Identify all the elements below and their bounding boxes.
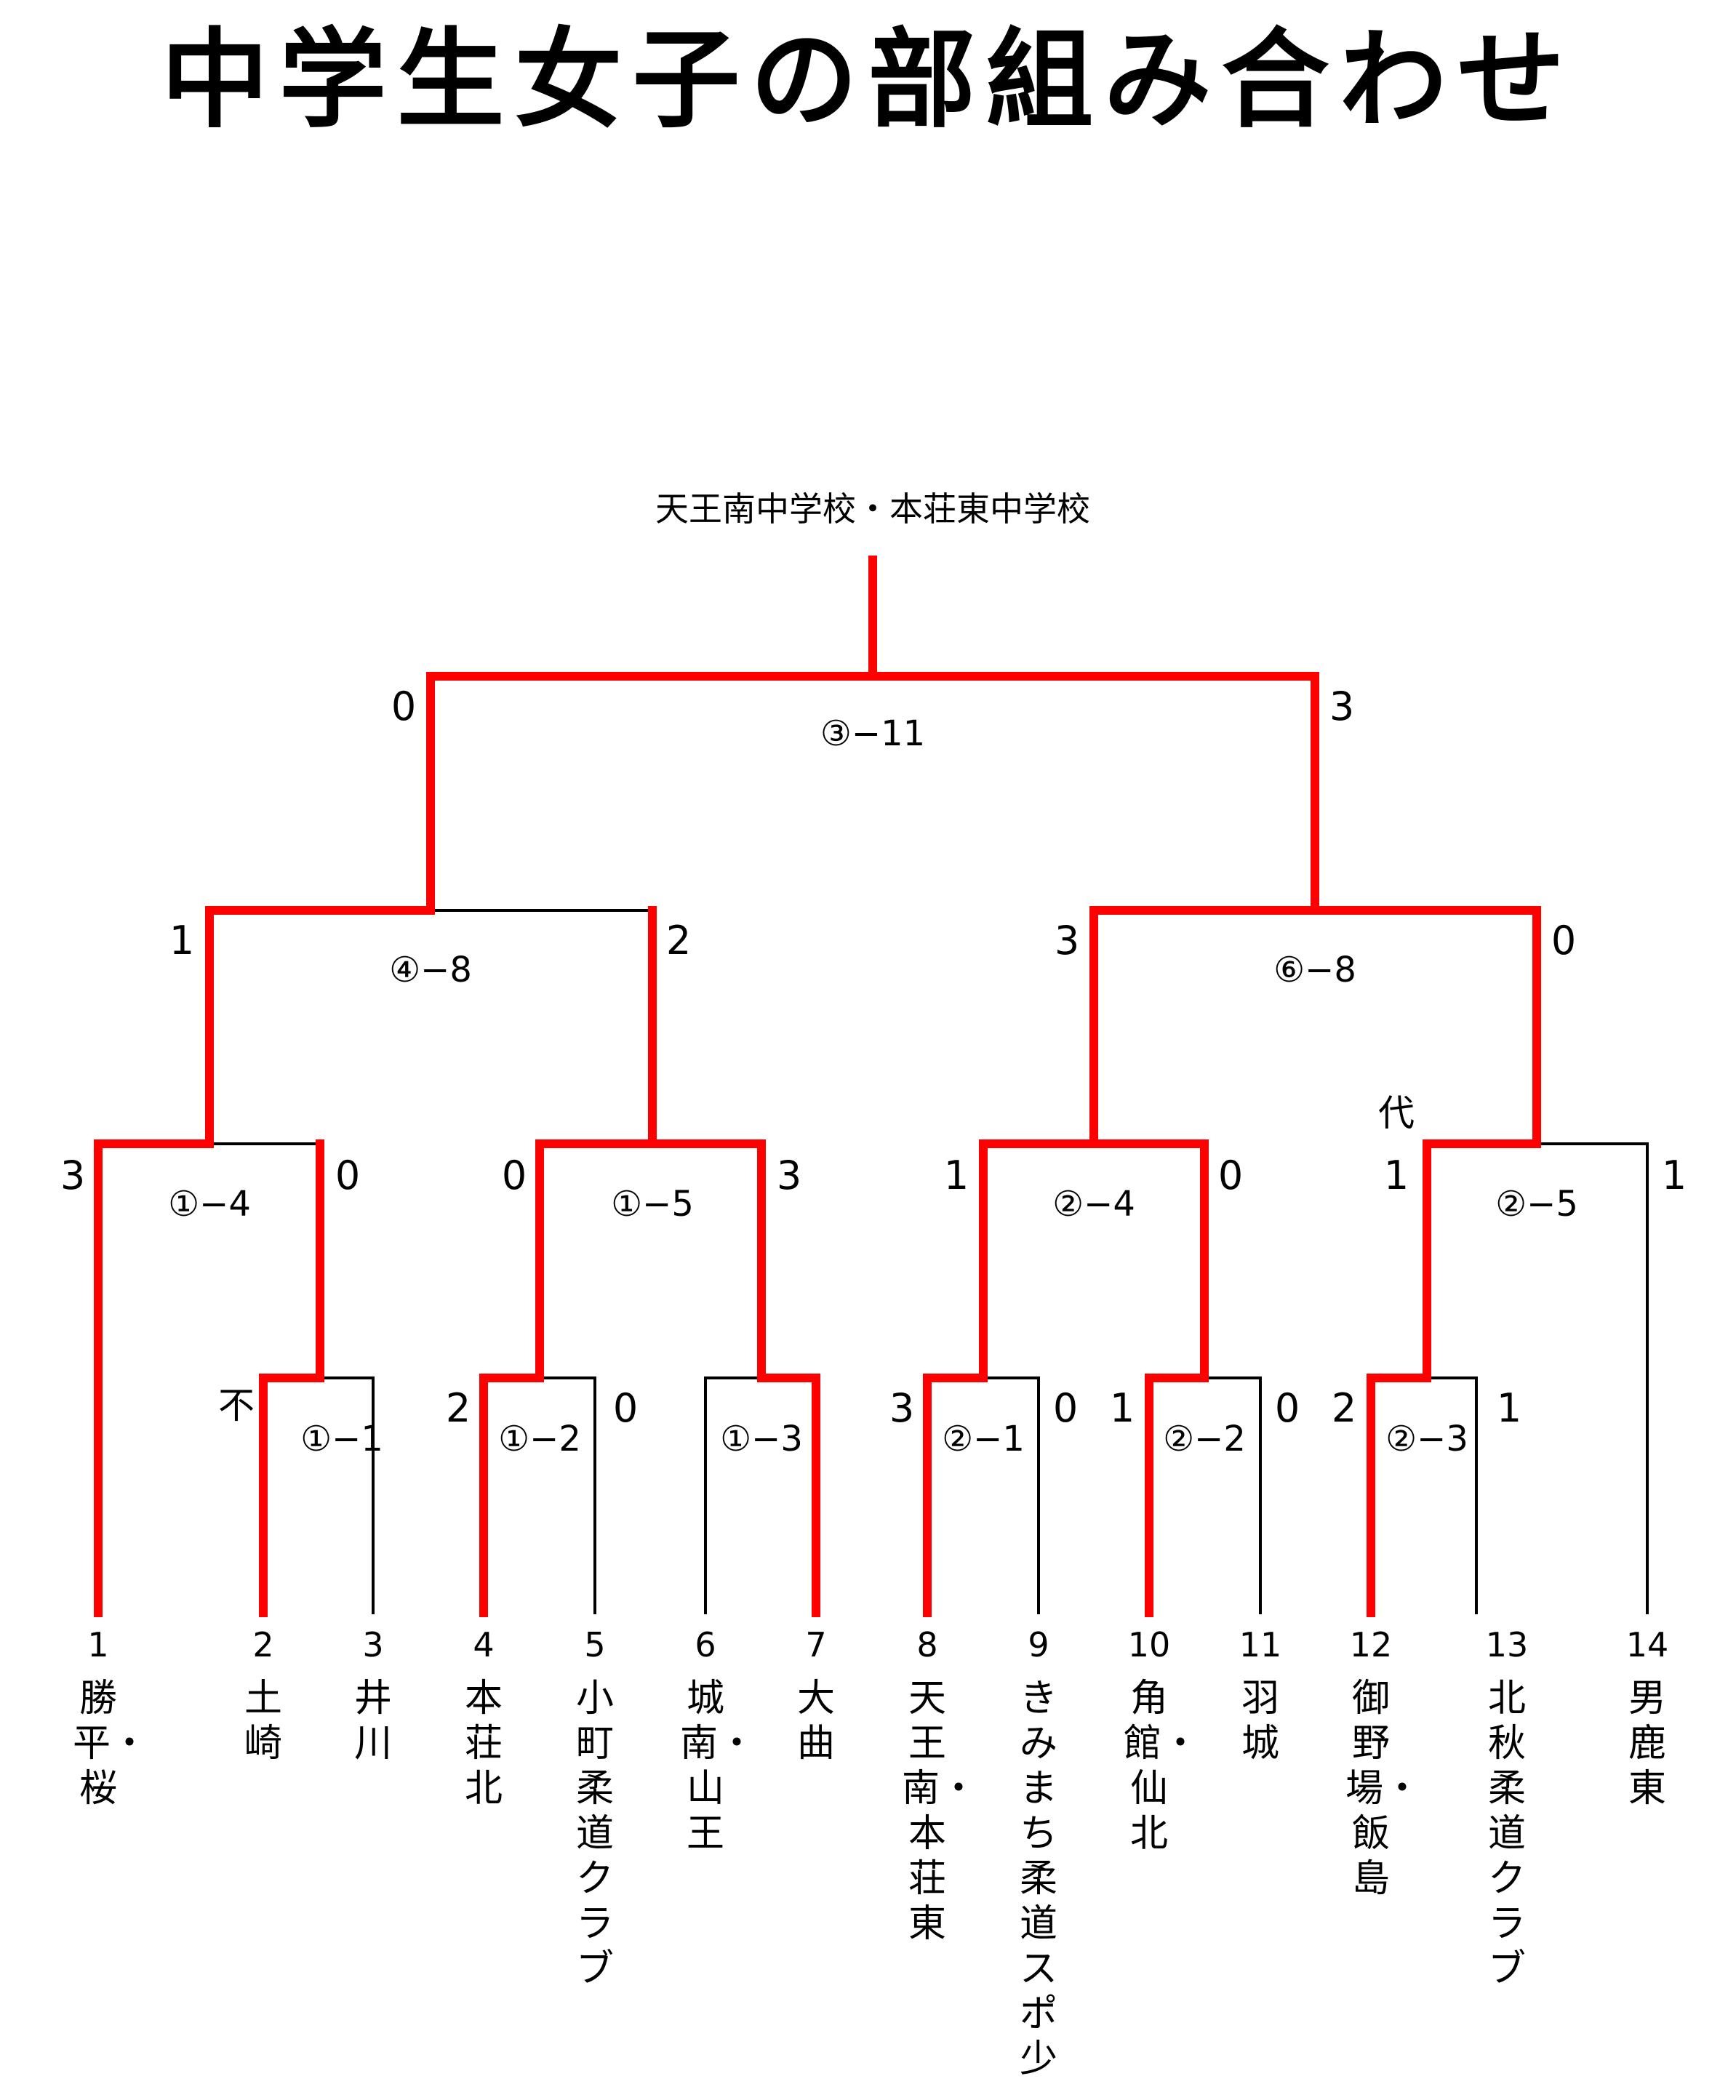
team-name: 羽城 (1241, 1677, 1279, 1766)
team-name: 御野場・飯島 (1345, 1677, 1422, 1901)
team-name: 小町柔道クラブ (575, 1677, 614, 1991)
match-label-m4-8: ④−8 (389, 950, 472, 990)
match-label-m2-2: ②−2 (1163, 1419, 1246, 1459)
team-name: 城南・山王 (680, 1677, 756, 1856)
score-left-m6-8: 3 (1055, 918, 1079, 963)
winner-path-lines (94, 556, 1541, 1617)
note-fusen: 不 (218, 1384, 255, 1427)
match-label-m1-1: ①−1 (300, 1419, 383, 1459)
seed-number: 14 (1626, 1625, 1669, 1664)
team-name: 井川 (353, 1677, 392, 1766)
team-name: 本荘北 (464, 1677, 503, 1811)
page-title: 中学生女子の部組み合わせ (161, 17, 1575, 143)
score-left-m2-5: 1 (1384, 1153, 1409, 1198)
score-right-m2-4: 0 (1218, 1153, 1243, 1198)
match-label-m2-1: ②−1 (942, 1419, 1025, 1459)
team-name: 角館・仙北 (1124, 1677, 1200, 1856)
seed-number: 12 (1350, 1625, 1393, 1664)
team-name: 北秋柔道クラブ (1487, 1677, 1526, 1991)
match-label-m1-2: ①−2 (498, 1419, 581, 1459)
seed-number: 3 (362, 1625, 383, 1664)
winner-path (94, 556, 877, 1617)
score-right-m2-1: 0 (1053, 1385, 1078, 1431)
score-left-m2-2: 1 (1110, 1385, 1135, 1431)
match-label-m1-4: ①−4 (168, 1184, 251, 1225)
team-name: 勝平・桜 (73, 1677, 149, 1811)
champion-label: 天王南中学校・本荘東中学校 (655, 489, 1090, 529)
score-right-m2-3: 1 (1497, 1385, 1521, 1431)
team-name: 男鹿東 (1628, 1677, 1666, 1811)
score-left-m2-1: 3 (889, 1385, 914, 1431)
seed-number: 10 (1128, 1625, 1171, 1664)
winner-path (259, 1139, 324, 1617)
score-right-m1-5: 3 (777, 1153, 801, 1198)
score-right-m1-4: 0 (335, 1153, 360, 1198)
seed-number: 2 (252, 1625, 273, 1664)
score-right-m3-11: 3 (1329, 684, 1354, 729)
match-label-m1-3: ①−3 (720, 1419, 803, 1459)
match-label-m3-11: ③−11 (820, 713, 925, 754)
score-right-m4-8: 2 (666, 918, 691, 963)
match-label-m2-4: ②−4 (1052, 1184, 1135, 1225)
score-left-m2-4: 1 (944, 1153, 969, 1198)
winner-path (479, 906, 657, 1617)
winner-path (648, 1139, 820, 1617)
match-label-m2-3: ②−3 (1385, 1419, 1468, 1459)
team-name: 大曲 (796, 1677, 835, 1766)
score-right-m6-8: 0 (1551, 918, 1576, 963)
score-left-m2-3: 2 (1332, 1385, 1356, 1431)
score-right-m2-2: 0 (1275, 1385, 1300, 1431)
team-name: きみまち柔道スポ少 (1019, 1677, 1057, 2081)
winner-path (1089, 1139, 1209, 1617)
score-right-m1-2: 0 (613, 1385, 638, 1431)
match-label-m2-5: ②−5 (1495, 1184, 1578, 1225)
score-left-m4-8: 1 (169, 918, 194, 963)
seed-number: 1 (87, 1625, 108, 1664)
seed-number: 7 (805, 1625, 826, 1664)
winner-path (1311, 906, 1541, 1617)
seed-number: 9 (1028, 1625, 1049, 1664)
score-left-m1-4: 3 (60, 1153, 85, 1198)
score-right-m2-5: 1 (1662, 1153, 1687, 1198)
match-label-m6-8: ⑥−8 (1273, 950, 1356, 990)
team-name: 土崎 (244, 1677, 282, 1766)
seed-number: 11 (1239, 1625, 1282, 1664)
seed-number: 5 (584, 1625, 605, 1664)
seed-number: 13 (1486, 1625, 1529, 1664)
seed-number: 4 (473, 1625, 494, 1664)
seed-number: 6 (695, 1625, 716, 1664)
seed-number: 8 (916, 1625, 937, 1664)
match-label-m1-5: ①−5 (611, 1184, 694, 1225)
score-left-m1-2: 2 (446, 1385, 471, 1431)
note-dai: 代 (1378, 1092, 1415, 1134)
bracket-lines (97, 675, 1649, 1614)
team-name: 天王南・本荘東 (902, 1677, 978, 1946)
score-left-m3-11: 0 (391, 684, 416, 729)
score-left-m1-5: 0 (502, 1153, 527, 1198)
